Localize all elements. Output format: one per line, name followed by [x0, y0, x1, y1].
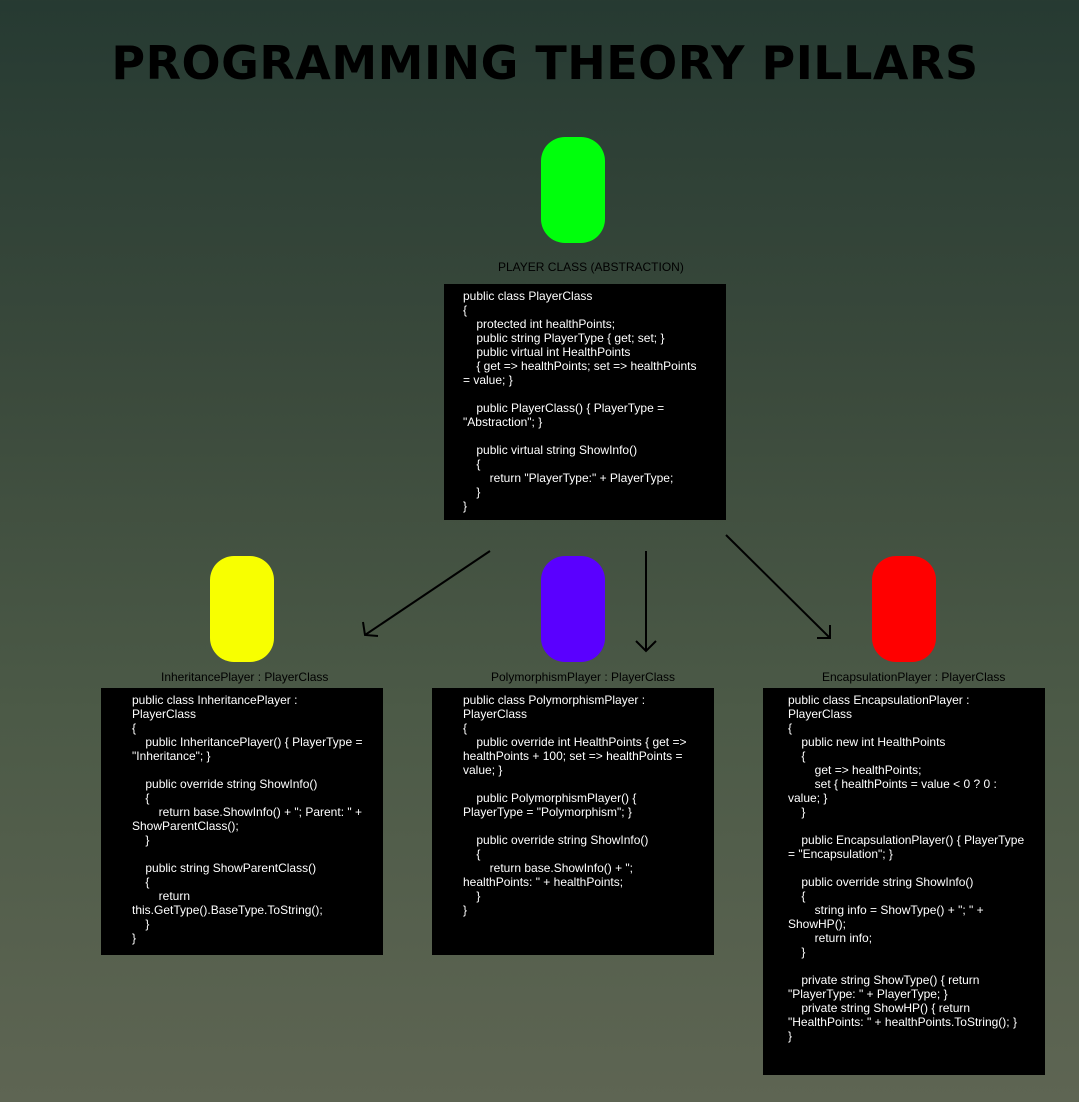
- polymorphism-player-capsule[interactable]: [541, 556, 605, 662]
- arrowhead-polymorphism-icon: [635, 640, 657, 653]
- player-class-code: public class PlayerClass { protected int…: [444, 284, 726, 520]
- arrowhead-inheritance-icon: [362, 621, 379, 637]
- player-class-label: PLAYER CLASS (ABSTRACTION): [498, 260, 684, 274]
- encapsulation-player-label: EncapsulationPlayer : PlayerClass: [822, 670, 1006, 684]
- player-class-capsule[interactable]: [541, 137, 605, 243]
- inheritance-player-capsule[interactable]: [210, 556, 274, 662]
- inheritance-player-label: InheritancePlayer : PlayerClass: [161, 670, 329, 684]
- inheritance-player-code: public class InheritancePlayer : PlayerC…: [101, 688, 383, 955]
- arrowhead-encapsulation-icon: [817, 625, 831, 639]
- polymorphism-player-label: PolymorphismPlayer : PlayerClass: [491, 670, 676, 684]
- polymorphism-player-code: public class PolymorphismPlayer : Player…: [432, 688, 714, 955]
- arrow-to-encapsulation: [725, 534, 831, 639]
- encapsulation-player-code: public class EncapsulationPlayer : Playe…: [763, 688, 1045, 1075]
- encapsulation-player-capsule[interactable]: [872, 556, 936, 662]
- page-title: PROGRAMMING THEORY PILLARS: [111, 36, 979, 90]
- arrow-to-inheritance: [364, 550, 491, 636]
